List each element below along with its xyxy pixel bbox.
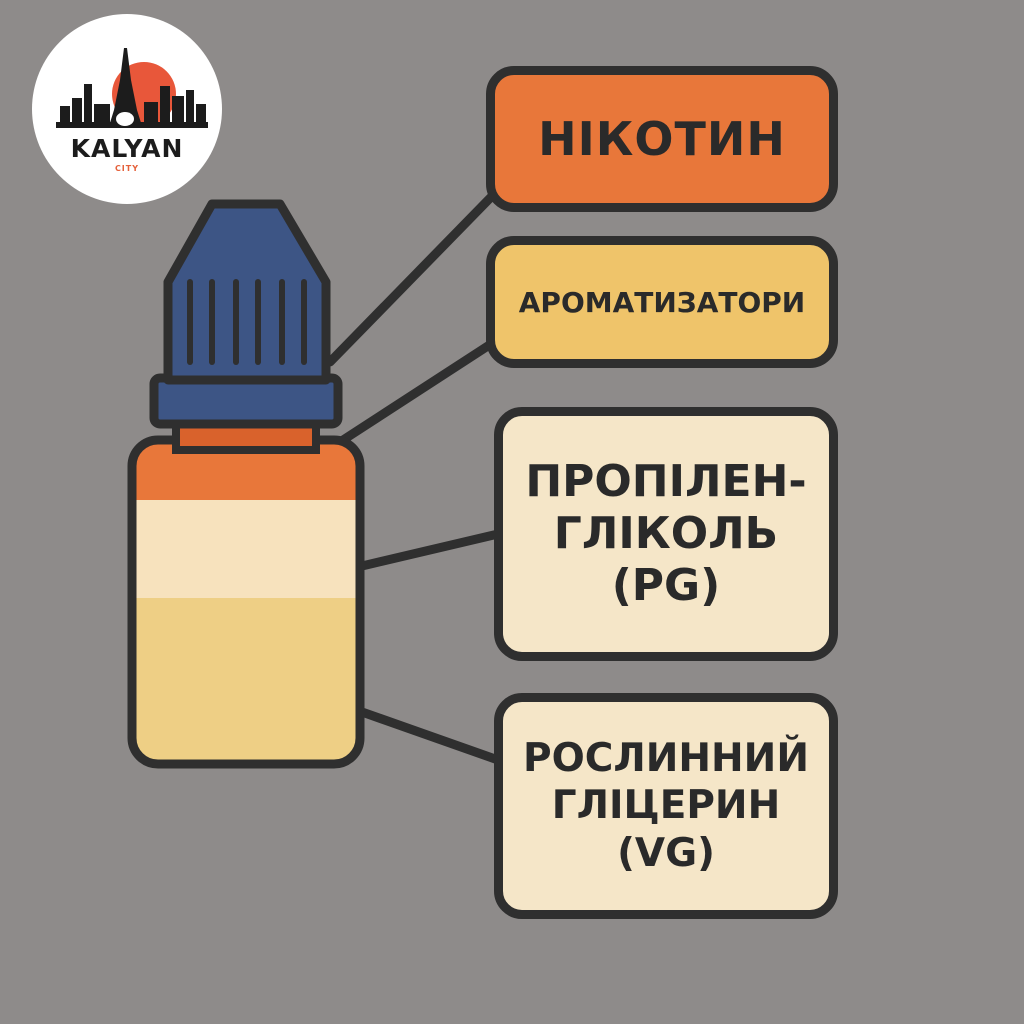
cap-collar	[149, 373, 343, 429]
skyline-icon	[56, 48, 208, 128]
cap-top	[163, 199, 331, 385]
logo-title: KALYAN	[70, 134, 184, 163]
connector-pg	[357, 529, 503, 571]
connector-nicotine	[325, 187, 501, 367]
label-vg-line1: РОСЛИННИЙ	[523, 735, 809, 781]
kalyan-city-logo: KALYAN CITY	[32, 14, 222, 204]
label-nicotine-text: НІКОТИН	[538, 112, 786, 166]
label-vg-line3: (VG)	[617, 830, 715, 876]
label-vg-line2: ГЛІЦЕРИН	[551, 783, 781, 829]
bottle-body	[127, 416, 365, 769]
label-propylene-glycol: ПРОПІЛЕН- ГЛІКОЛЬ (PG)	[494, 407, 838, 661]
connector-vg	[357, 707, 503, 765]
cap-ridges	[187, 279, 307, 365]
connector-flavorings	[335, 337, 499, 447]
layer-pg	[132, 500, 360, 598]
logo-subtitle: CITY	[114, 164, 140, 173]
label-vegetable-glycerin: РОСЛИННИЙ ГЛІЦЕРИН (VG)	[494, 693, 838, 919]
label-flavorings-text: АРОМАТИЗАТОРИ	[518, 285, 806, 319]
bottle-cap	[149, 199, 343, 429]
label-flavorings: АРОМАТИЗАТОРИ	[486, 236, 838, 368]
layer-vg	[132, 598, 360, 764]
label-pg-line2: ГЛІКОЛЬ	[553, 508, 779, 560]
label-pg-line3: (PG)	[611, 559, 721, 611]
label-pg-line1: ПРОПІЛЕН-	[525, 456, 807, 508]
label-nicotine: НІКОТИН	[486, 66, 838, 212]
connector-lines	[325, 187, 503, 765]
